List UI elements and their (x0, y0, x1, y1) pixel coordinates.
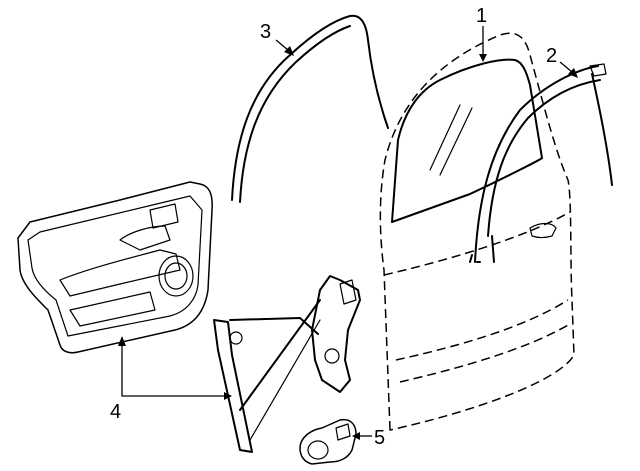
regulator-pulley-rear (324, 348, 340, 364)
motor-connector (335, 423, 351, 441)
speaker-cone (164, 262, 188, 290)
arrow-4-right (224, 392, 232, 400)
callout-labels: 1 2 3 4 5 (110, 5, 557, 449)
door-crease-lower (399, 323, 571, 383)
weatherstrip-inner (239, 25, 351, 203)
callout-3: 3 (260, 21, 271, 43)
rear-run-channel (469, 63, 613, 263)
leader-2 (559, 61, 573, 73)
arrow-2 (568, 68, 578, 78)
regulator-cable-lower (239, 299, 321, 411)
run-channel-rear-leg (591, 73, 613, 186)
motor-gear-cover (307, 440, 329, 460)
leader-3 (275, 39, 289, 51)
window-regulator (213, 275, 361, 453)
trim-armrest (59, 249, 181, 297)
regulator-rear-rail (311, 275, 361, 393)
speaker-grille (158, 255, 194, 297)
door-glass (391, 58, 543, 223)
run-channel-cap (589, 63, 607, 77)
motor-housing (299, 418, 357, 465)
arrow-4-up (118, 336, 126, 346)
glass-reflection-1 (429, 104, 461, 171)
door-handle-recess (529, 222, 557, 239)
door-beltline (383, 211, 571, 276)
trim-switch-bezel (149, 203, 179, 229)
regulator-mount-bracket (339, 279, 357, 305)
glass-reflection-2 (439, 107, 473, 176)
door-shell (379, 32, 575, 431)
regulator-cable-diagonal (249, 319, 321, 441)
trim-panel-outer (17, 181, 213, 354)
weatherstrip (231, 14, 389, 203)
door-outline (379, 32, 575, 431)
callout-4: 4 (110, 401, 121, 423)
trim-map-pocket (69, 291, 156, 327)
window-motor (299, 418, 357, 465)
arrow-5 (352, 432, 360, 440)
run-channel-outer (474, 65, 599, 263)
door-crease-upper (395, 299, 569, 361)
run-channel-foot (491, 235, 495, 263)
regulator-front-rail (213, 319, 253, 453)
callout-5: 5 (374, 427, 385, 449)
leader-4 (121, 342, 226, 397)
callout-2: 2 (546, 45, 557, 67)
glass-panel (391, 58, 543, 223)
leader-lines (118, 26, 578, 440)
trim-pull-handle (119, 225, 171, 251)
weatherstrip-outer (231, 14, 389, 201)
run-channel-inner (487, 79, 601, 237)
run-channel-front-leg (469, 254, 481, 263)
regulator-cable-upper (229, 317, 319, 335)
door-trim-panel (17, 181, 213, 354)
arrow-1 (479, 54, 487, 62)
callout-1: 1 (476, 5, 487, 27)
arrow-3 (284, 46, 294, 56)
regulator-pulley-front (229, 331, 243, 345)
trim-panel-inner-ridge (27, 195, 203, 337)
